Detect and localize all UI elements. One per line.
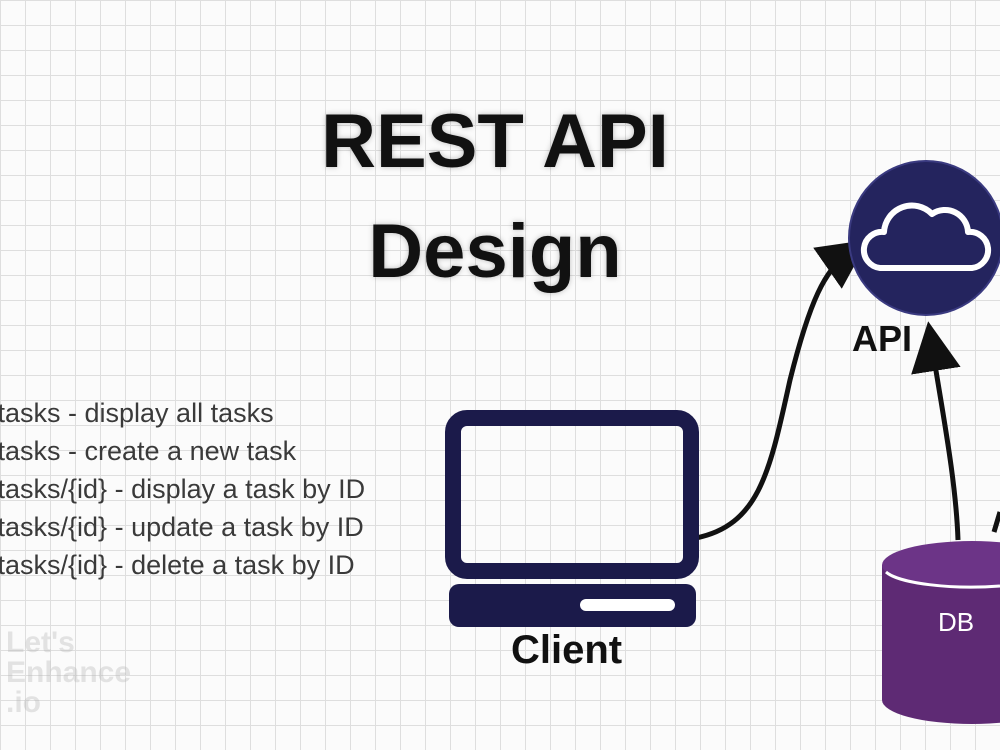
endpoint-list: /tasks - display all tasks /tasks - crea… — [0, 394, 365, 584]
api-label: API — [852, 318, 913, 359]
cloud-icon — [860, 202, 992, 271]
endpoint-item: /tasks/{id} - delete a task by ID — [0, 550, 355, 580]
client-node — [445, 410, 699, 627]
watermark-line: Let's — [6, 626, 75, 659]
desktop-computer-icon — [445, 410, 699, 627]
endpoint-item: /tasks - display all tasks — [0, 398, 274, 428]
endpoint-item: /tasks - create a new task — [0, 436, 297, 466]
client-label: Client — [511, 628, 623, 672]
watermark: Let's Enhance .io — [6, 628, 131, 718]
partial-arrow — [991, 511, 1000, 533]
endpoint-item: /tasks/{id} - display a task by ID — [0, 474, 366, 504]
api-node — [848, 160, 1000, 316]
endpoint-item: /tasks/{id} - update a task by ID — [0, 512, 364, 542]
title-line-2: Design — [368, 209, 622, 294]
db-label: DB — [938, 607, 975, 637]
watermark-line: Enhance — [6, 656, 132, 689]
db-to-api-arrow — [911, 321, 961, 541]
watermark-line: .io — [6, 686, 41, 719]
database-cylinder-icon — [882, 541, 1000, 724]
db-node — [882, 541, 1000, 724]
title-line-1: REST API — [321, 99, 669, 184]
client-to-api-arrow — [695, 239, 869, 541]
